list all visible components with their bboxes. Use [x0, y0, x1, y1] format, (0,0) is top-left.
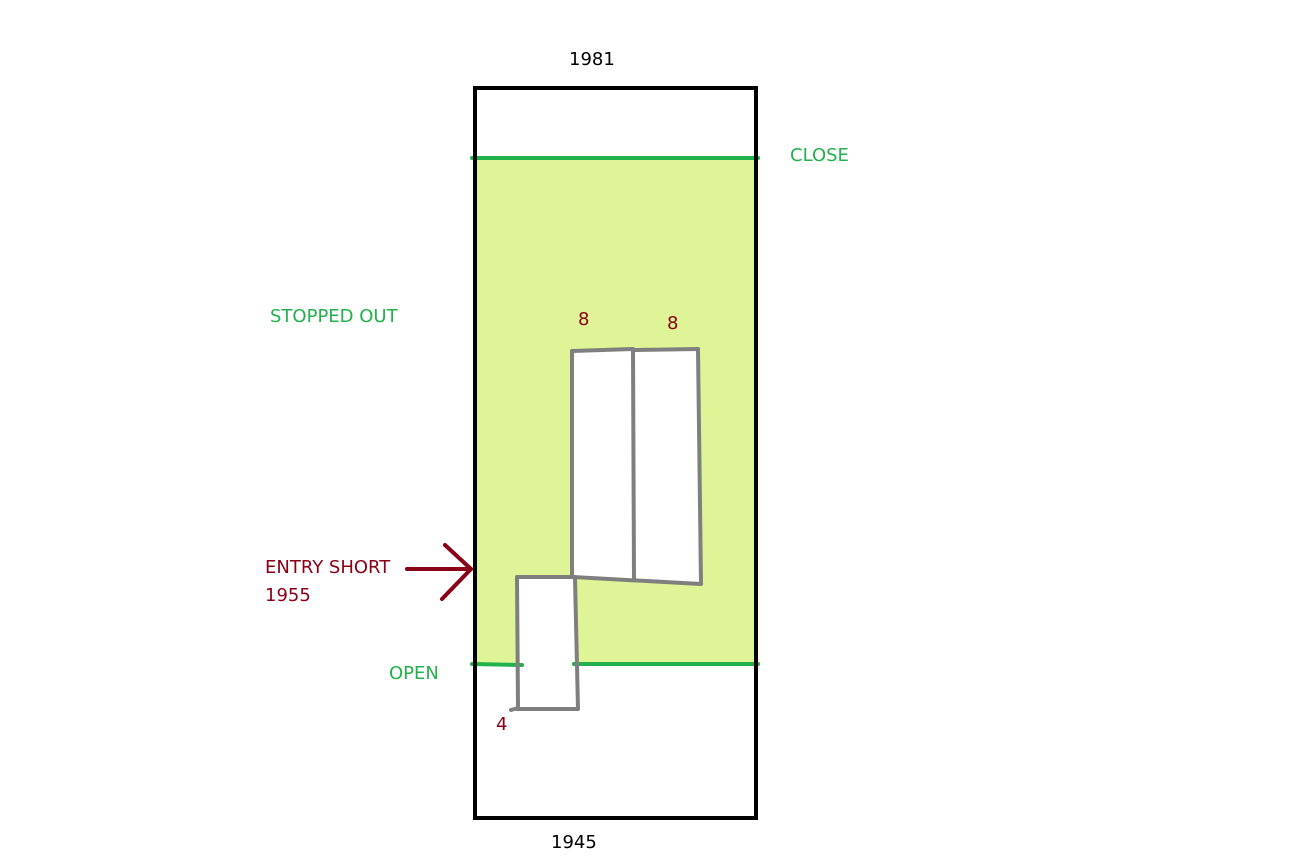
entry-arrow-icon — [405, 543, 473, 601]
block-count-label: 4 — [496, 714, 508, 735]
entry-short-label: ENTRY SHORT — [265, 557, 391, 578]
entry-price-label: 1955 — [265, 585, 311, 606]
block-count-label: 8 — [578, 309, 590, 330]
block-1-outline — [570, 347, 636, 581]
stopped-out-label: STOPPED OUT — [270, 306, 398, 327]
block-2-outline — [571, 347, 703, 586]
top-price-label: 1981 — [569, 49, 615, 70]
open-label: OPEN — [389, 663, 439, 684]
bottom-price-label: 1945 — [551, 832, 597, 853]
block-3 — [517, 577, 578, 709]
open-level-line-left — [470, 662, 524, 667]
close-label: CLOSE — [790, 145, 849, 166]
block-group — [517, 349, 701, 709]
block-2 — [634, 349, 701, 583]
block-outlines — [509, 347, 703, 712]
block-1 — [572, 349, 634, 579]
block-count-label: 8 — [667, 313, 679, 334]
range-frame — [473, 86, 758, 820]
block-3-outline — [509, 575, 580, 712]
